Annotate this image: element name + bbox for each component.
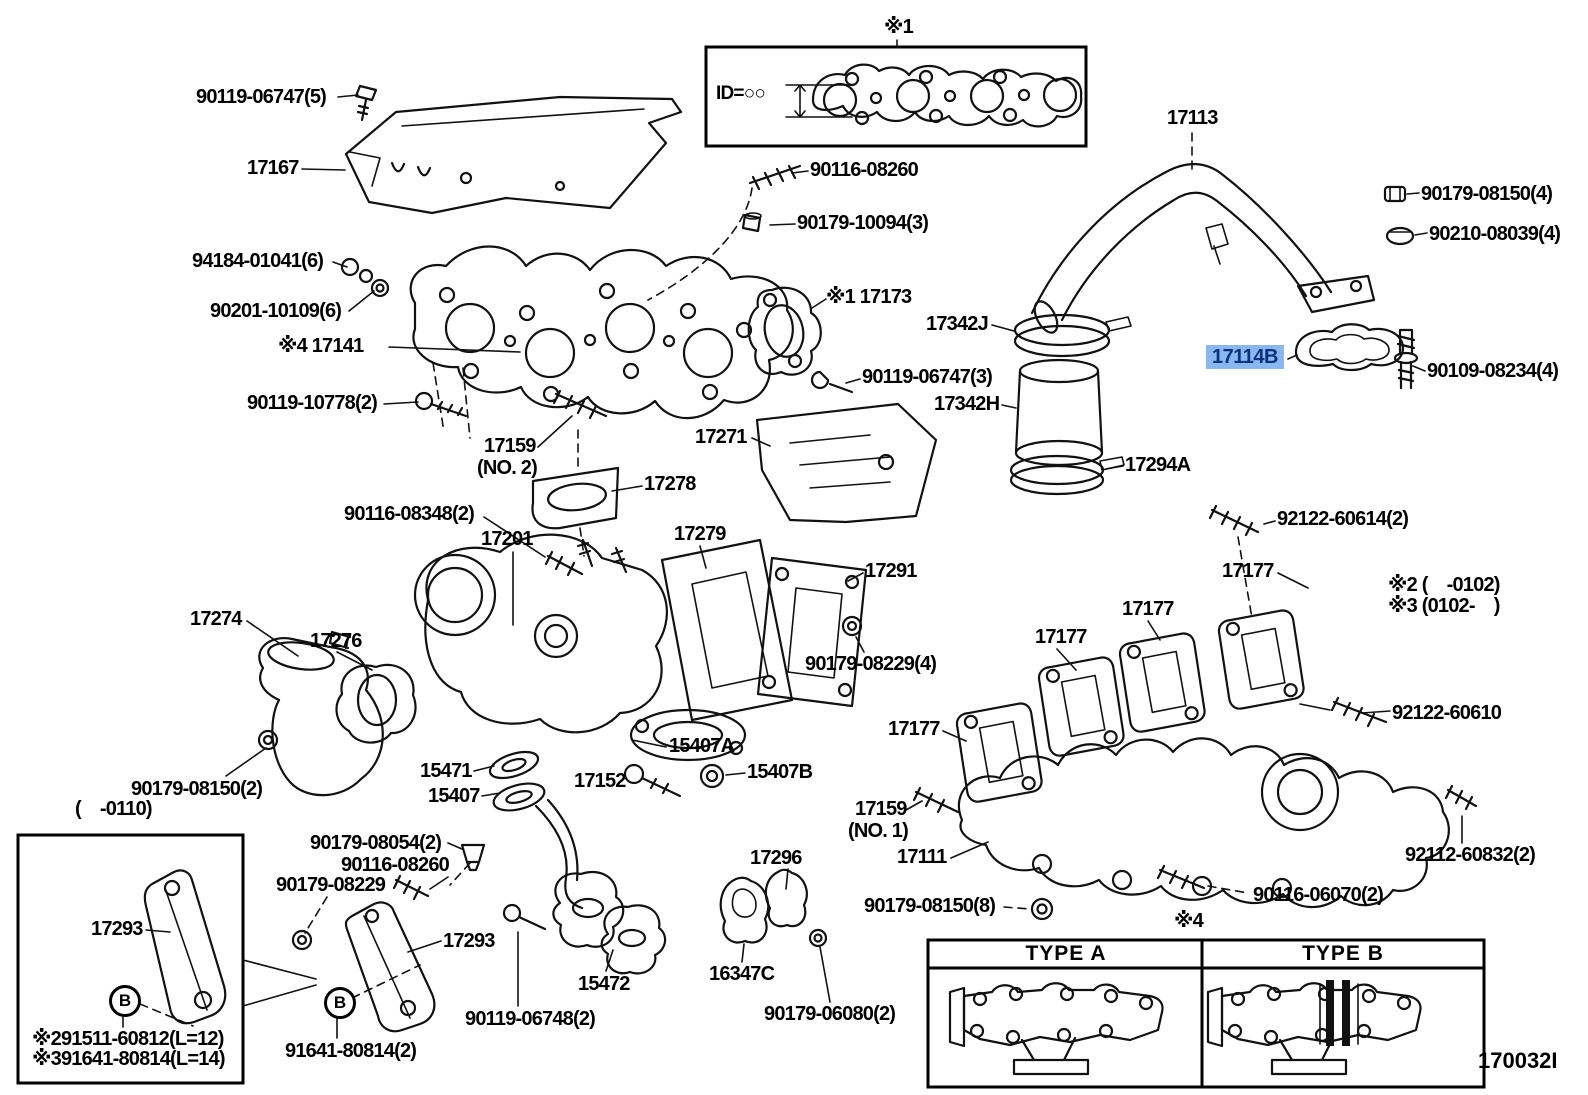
note-3-range: ※3 (0102- ) <box>1388 595 1500 617</box>
part-label-17342J: 17342J <box>926 313 989 335</box>
part-label-17113: 17113 <box>1167 107 1218 129</box>
part-label-15407A: 15407A <box>669 735 735 757</box>
part-label-90179-08229-4: 90179-08229(4) <box>805 653 937 675</box>
part-label-17274: 17274 <box>190 608 242 630</box>
alt-part-note-2: ※291511-60812(L=12) <box>32 1028 224 1050</box>
part-label-15472: 15472 <box>578 973 630 995</box>
part-label-17111: 17111 <box>897 846 947 868</box>
note-1-marker: ※1 <box>884 16 914 38</box>
part-label-90119-10778: 90119-10778(2) <box>247 392 378 414</box>
part-label-17342H: 17342H <box>934 393 1000 415</box>
figure-code: 170032I <box>1478 1048 1558 1073</box>
part-label-90179-08150-4: 90179-08150(4) <box>1421 183 1553 205</box>
bracket-detail-box <box>16 833 245 1085</box>
part-label-92112-60832: 92112-60832(2) <box>1405 844 1536 866</box>
part-label-17279: 17279 <box>674 523 726 545</box>
part-label-15471: 15471 <box>420 760 472 782</box>
part-label-17159-no1: 17159 <box>855 798 907 820</box>
gasket-id-label: ID=○○ <box>716 83 766 104</box>
part-label-90179-08150-2: 90179-08150(2) <box>131 778 263 800</box>
part-label-90116-08260-2: 90116-08260 <box>341 854 450 876</box>
part-label-17278: 17278 <box>644 473 696 495</box>
part-label-17293: 17293 <box>443 930 495 952</box>
part-label-17291: 17291 <box>865 560 917 582</box>
part-label-90179-08150-8: 90179-08150(8) <box>864 895 996 917</box>
table-header-type-a: TYPE A <box>1025 942 1107 965</box>
part-label-90119-06747-3: 90119-06747(3) <box>862 366 993 388</box>
part-label-17177-1: 17177 <box>1222 560 1274 582</box>
part-label-17293-inset: 17293 <box>91 918 143 940</box>
part-label-92122-60614: 92122-60614(2) <box>1277 508 1409 530</box>
part-label-90119-06747-5: 90119-06747(5) <box>196 86 327 108</box>
part-label-17271: 17271 <box>695 426 747 448</box>
part-label-91641-80814: 91641-80814(2) <box>285 1040 417 1062</box>
part-label-90210-08039: 90210-08039(4) <box>1429 223 1561 245</box>
part-label-17159-no1-suffix: (NO. 1) <box>848 820 909 842</box>
part-label-90179-08229: 90179-08229 <box>276 874 386 896</box>
part-label-17167: 17167 <box>247 157 299 179</box>
date-range-note: ( -0110) <box>75 798 153 820</box>
part-label-90179-06080: 90179-06080(2) <box>764 1003 896 1025</box>
part-label-17177-2: 17177 <box>1122 598 1174 620</box>
part-label-90201-10109: 90201-10109(6) <box>210 300 342 322</box>
part-label-17173: ※1 17173 <box>826 286 912 308</box>
part-label-17294A: 17294A <box>1125 454 1191 476</box>
part-label-16347C: 16347C <box>709 963 775 985</box>
part-label-17296: 17296 <box>750 847 802 869</box>
inset-gasket-box <box>704 45 1088 148</box>
part-label-17152: 17152 <box>574 770 626 792</box>
part-label-15407B: 15407B <box>747 761 813 783</box>
note-2-range: ※2 ( -0102) <box>1388 574 1500 596</box>
table-header-type-b: TYPE B <box>1302 942 1384 965</box>
part-label-17276: 17276 <box>310 630 362 652</box>
part-label-92122-60610: 92122-60610 <box>1392 702 1502 724</box>
note-4-marker: ※4 <box>1174 910 1204 932</box>
part-label-15407: 15407 <box>428 785 480 807</box>
part-label-90119-06748: 90119-06748(2) <box>465 1008 596 1030</box>
part-label-17177-4: 17177 <box>888 718 940 740</box>
part-label-90179-10094: 90179-10094(3) <box>797 212 929 234</box>
part-label-90116-06070: 90116-06070(2) <box>1253 884 1384 906</box>
part-label-94184-01041: 94184-01041(6) <box>192 250 324 272</box>
detail-marker-b-2: B <box>324 987 356 1019</box>
type-table-box <box>926 938 1486 1089</box>
part-label-17159-no2: 17159 <box>484 435 536 457</box>
part-label-90116-08348: 90116-08348(2) <box>344 503 475 525</box>
part-label-17141: ※4 17141 <box>278 335 364 357</box>
part-label-90116-08260: 90116-08260 <box>810 159 919 181</box>
part-label-90109-08234: 90109-08234(4) <box>1427 360 1559 382</box>
part-label-17177-3: 17177 <box>1035 626 1087 648</box>
part-label-90179-08054: 90179-08054(2) <box>310 832 442 854</box>
alt-part-note-3: ※391641-80814(L=14) <box>32 1048 226 1070</box>
part-label-17159-no2-suffix: (NO. 2) <box>477 457 538 479</box>
detail-marker-b-1: B <box>109 985 141 1017</box>
part-label-17114B-selected[interactable]: 17114B <box>1206 345 1284 369</box>
part-label-17201: 17201 <box>481 528 533 550</box>
